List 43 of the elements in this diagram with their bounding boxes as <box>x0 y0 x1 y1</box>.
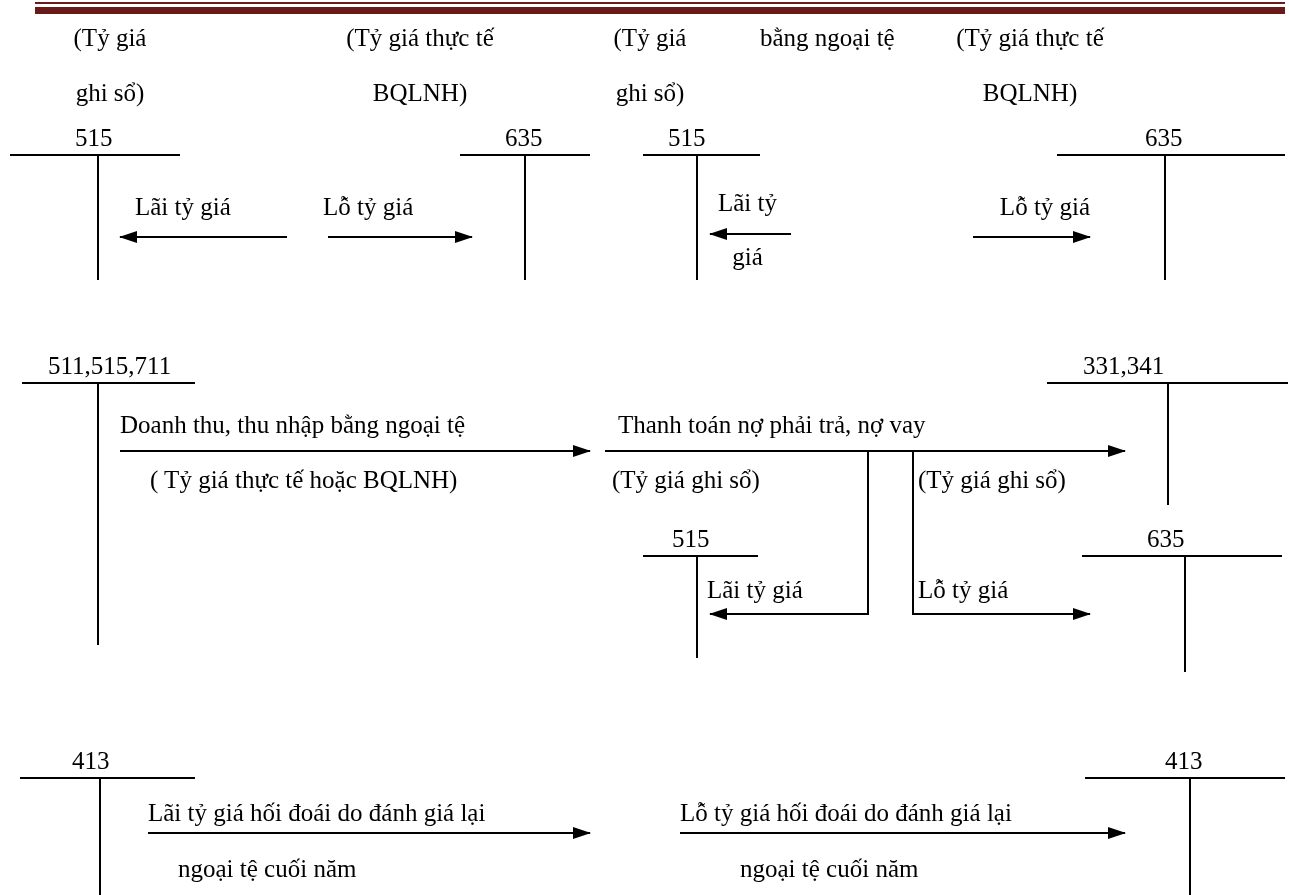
edge-label: Lỗ tỷ giá <box>323 192 414 222</box>
arrow <box>709 450 869 620</box>
arrow <box>604 445 1126 457</box>
arrow <box>119 445 591 457</box>
account-number: 515 <box>672 526 710 552</box>
note-text: ( Tỷ giá thực tế hoặc BQLNH) <box>150 465 458 495</box>
note-text: (Tỷ giá thực tế BQLNH) <box>955 23 1106 108</box>
note-text: (Tỷ giá thực tế BQLNH) <box>345 23 496 108</box>
account-number: 515 <box>668 125 706 151</box>
note-text: (Tỷ giá ghi sổ) <box>918 465 1066 495</box>
account-number: 331,341 <box>1083 353 1165 379</box>
account-number: 413 <box>1165 748 1203 774</box>
t-account <box>22 357 195 645</box>
edge-label: Lỗ tỷ giá <box>998 192 1092 222</box>
arrow <box>709 228 792 240</box>
note-text: (Tỷ giá ghi sổ) <box>612 465 760 495</box>
t-account <box>1082 530 1282 672</box>
t-account <box>460 129 590 280</box>
arrow <box>327 231 473 243</box>
arrow <box>679 827 1126 839</box>
account-number: 515 <box>75 125 113 151</box>
note-text: (Tỷ giá ghi sổ) <box>612 23 688 108</box>
arrow <box>119 231 288 243</box>
note-text: (Tỷ giá ghi sổ) <box>72 23 148 108</box>
t-account <box>1085 752 1285 895</box>
account-number: 413 <box>72 748 110 774</box>
edge-label: Thanh toán nợ phải trả, nợ vay <box>618 410 926 440</box>
account-number: 635 <box>505 125 543 151</box>
edge-label: Doanh thu, thu nhập bằng ngoại tệ <box>120 410 466 440</box>
account-number: 635 <box>1147 526 1185 552</box>
arrow <box>972 231 1091 243</box>
edge-label: Lãi tỷ giá <box>707 575 803 605</box>
arrow <box>147 827 591 839</box>
arrow <box>912 450 1091 620</box>
edge-label: Lỗ tỷ giá hối đoái do đánh giá lại ngoại tệ cuối năm <box>680 798 1013 884</box>
account-number: 635 <box>1145 125 1183 151</box>
note-text: bằng ngoại tệ <box>760 23 896 53</box>
account-number: 511,515,711 <box>48 353 172 379</box>
edge-label: Lãi tỷ giá hối đoái do đánh giá lại ngoại tệ cuối năm <box>148 798 487 884</box>
edge-label: Lỗ tỷ giá <box>918 575 1009 605</box>
t-account <box>1057 129 1285 280</box>
edge-label: Lãi tỷ giá <box>135 192 231 222</box>
edge-label: Lãi tỷ giá <box>717 188 778 272</box>
